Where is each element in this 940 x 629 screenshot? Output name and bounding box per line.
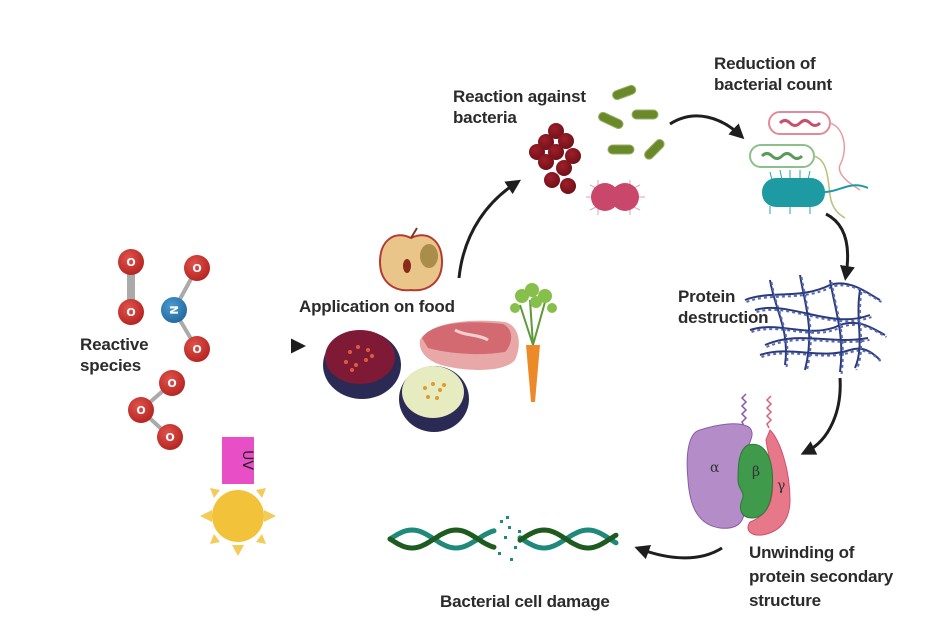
oxygen-atom [184,255,210,281]
protein-strand [759,347,881,361]
beta-subunit [737,443,774,519]
sun-icon [212,490,264,542]
protein-strand [855,291,863,371]
dna-fragment [514,546,517,549]
oxygen-symbol: O [165,431,174,444]
alpha-label: α [710,460,720,476]
arrow-to-unwinding [800,377,842,455]
dna-strand [387,527,497,551]
protein-strand [754,306,871,321]
dead-bacteria-icons [749,111,869,219]
gamma-label: γ [777,478,785,494]
protein-strand [830,281,844,375]
oxygen-symbol: O [192,343,201,356]
oxygen-symbol: O [167,377,176,390]
oxygen-symbol: O [126,256,135,269]
dna-fragment [506,516,509,519]
reaction-against-bacteria-label: Reaction against bacteria [453,86,586,128]
reduction-of-bacterial-count-label: Reduction of bacterial count [714,53,832,95]
nitrogen-atom [161,297,187,323]
unwinding-label-line: protein secondary [749,567,893,586]
uv-label-box [222,437,254,484]
zucchini-slice-icon [399,366,469,432]
arrow-to-cell-damage [634,545,723,560]
protein-destruction-label: Protein destruction [678,286,769,328]
reactive-species-label-line: species [80,356,141,375]
o3-molecule [128,370,185,450]
reduction-label-line: bacterial count [714,75,832,94]
reactive-species-label: Reactive species [80,334,149,376]
carrot-icon [510,283,557,402]
beta-label: β [752,464,760,480]
arrow-to-reduction [669,114,745,140]
unwinding-label-line: structure [749,591,821,610]
oxygen-symbol: O [136,404,145,417]
bacterial-cell-damage-label: Bacterial cell damage [440,592,610,611]
eggplant-slice-red-icon [323,330,401,399]
unwinding-label-line: Unwinding of [749,543,855,562]
uv-label: UV [239,450,255,470]
rotten-apple-icon [378,227,444,292]
oxygen-atom [128,397,154,423]
arrow-to-bacteria [457,179,522,279]
protein-strand [751,323,887,338]
oxygen-atom [159,370,185,396]
unwinding-label: Unwinding of protein secondary structure [749,541,893,613]
dna-fragment [510,558,513,561]
damaged-dna-icon [387,516,619,561]
dna-fragment [500,520,503,523]
oxygen-atom [118,299,144,325]
protein-strand [770,281,789,368]
dna-strand [517,527,619,551]
reaction-label-line: Reaction against [453,87,586,106]
protein-strand [799,274,811,371]
protein-strand [756,308,872,323]
reactive-species-label-line: Reactive [80,335,149,354]
protein-destruction-label-line: Protein [678,287,736,306]
oxygen-symbol: O [192,262,201,275]
protein-strand [766,339,870,348]
dna-fragment [508,526,511,529]
reduction-label-line: Reduction of [714,54,816,73]
protein-subunits-icon: α β γ [686,393,791,536]
arrow-to-protein-destruction [825,212,855,281]
protein-strand [800,276,812,373]
nitrogen-symbol: N [167,305,180,314]
diplococcus-icon [586,180,645,215]
protein-destruction-label-line: destruction [678,308,769,327]
o2-molecule [118,249,144,325]
no2-molecule [161,255,210,362]
protein-strand [854,289,861,369]
oxygen-atom [118,249,144,275]
protein-strand [749,321,886,336]
oxygen-atom [184,336,210,362]
protein-mesh-icon [744,274,887,375]
oxygen-atom [157,424,183,450]
protein-strand [769,279,787,366]
reaction-label-line: bacteria [453,108,517,127]
uv-sun-icon: UV [200,437,276,556]
application-on-food-label: Application on food [299,297,455,316]
protein-strand [829,279,843,373]
rod-bacteria-icon [598,84,665,160]
dna-fragment [518,530,521,533]
meat-steak-icon [419,320,519,370]
coccus-cluster-icon [529,123,581,194]
dna-fragment [504,536,507,539]
dna-fragment [498,552,501,555]
protein-strand [764,337,869,346]
oxygen-symbol: O [126,306,135,319]
